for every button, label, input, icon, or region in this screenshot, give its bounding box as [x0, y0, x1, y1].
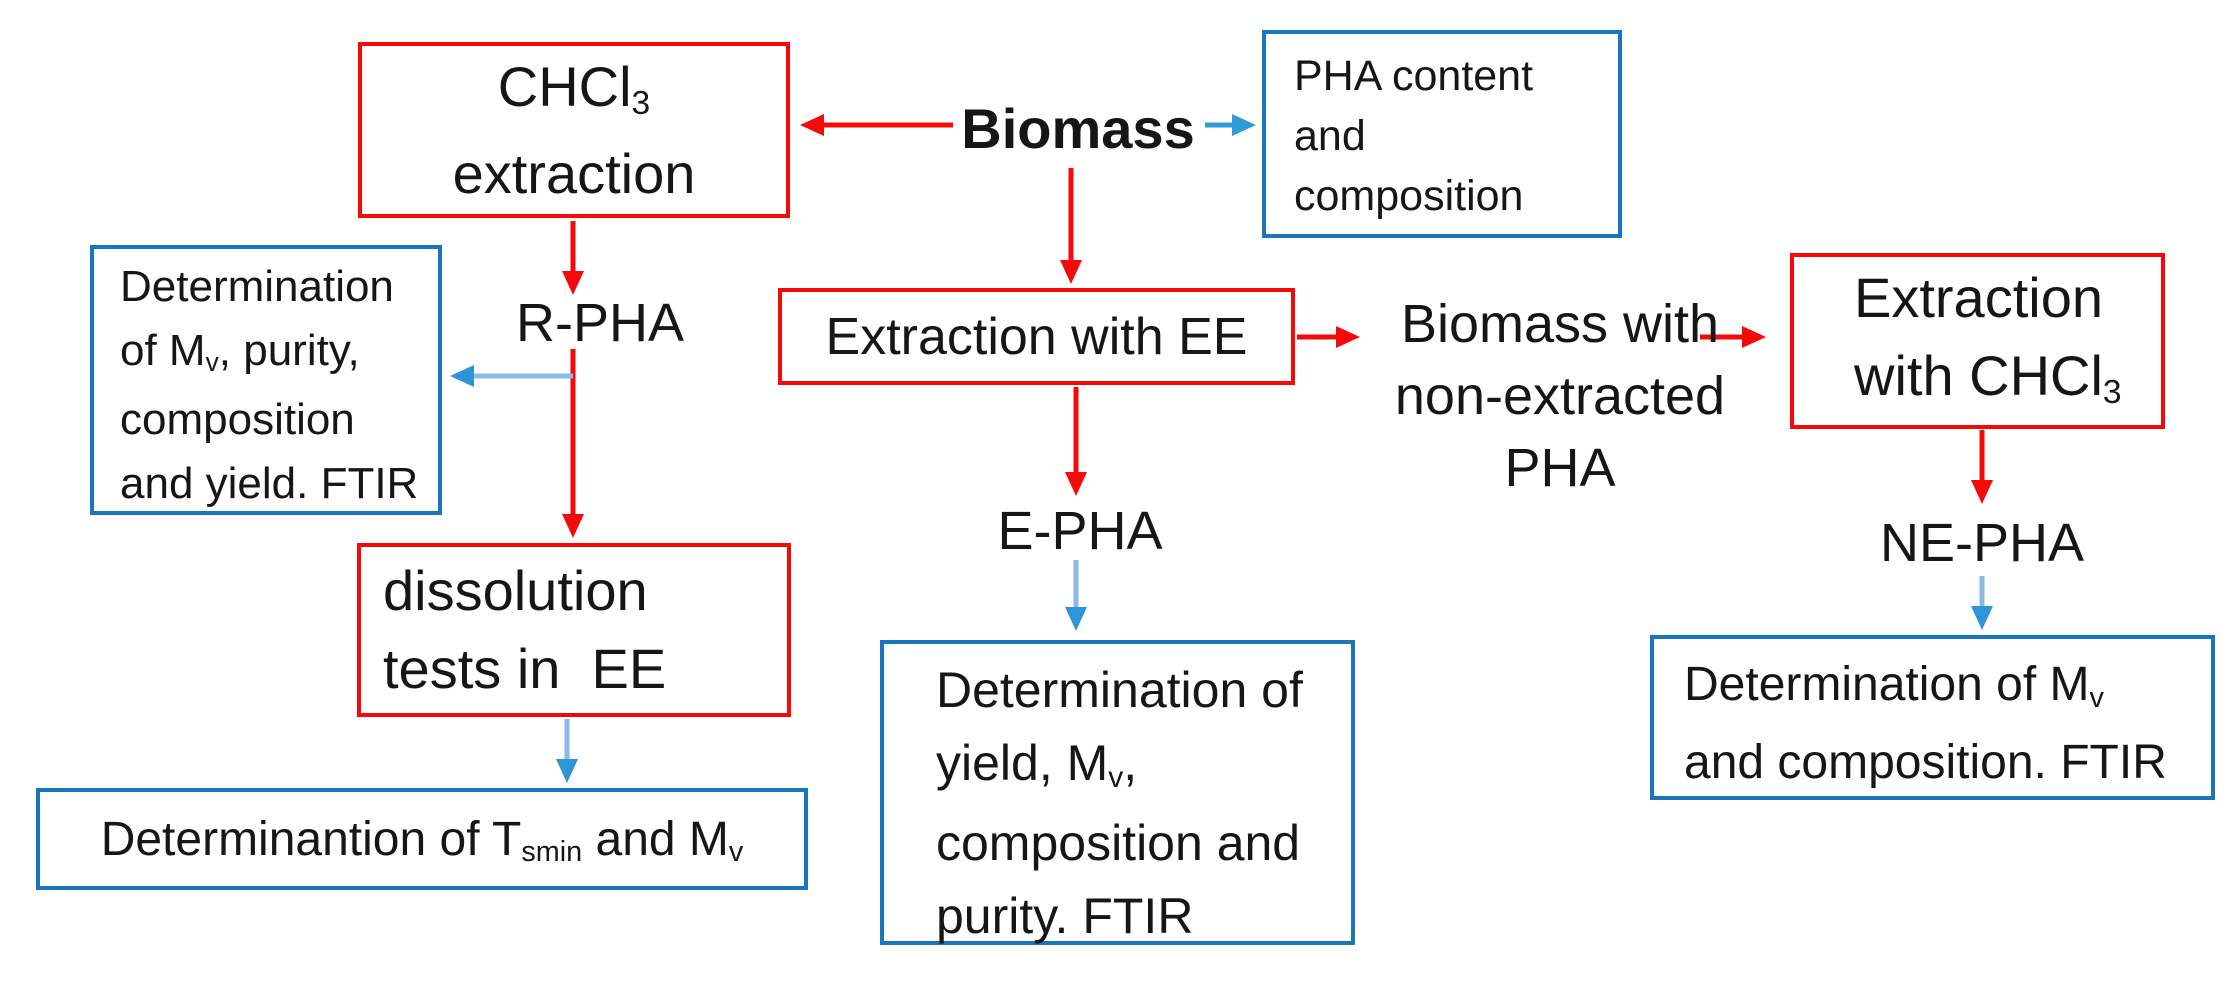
text-line: composition — [1294, 172, 1524, 220]
arrow-nepha-to-det-right — [1971, 576, 1993, 630]
text-line: dissolution — [383, 559, 648, 622]
arrow-epha-to-det-center — [1065, 560, 1087, 631]
text-line: composition and — [936, 815, 1301, 871]
label-e-pha: E-PHA — [997, 501, 1163, 561]
arrow-rpha-to-dissolution — [562, 349, 584, 538]
label-r-pha: R-PHA — [515, 293, 684, 353]
arrow-biomass-to-pha-content — [1205, 114, 1256, 136]
text-line: with CHCl3 — [1854, 343, 2122, 411]
text-line: and composition. FTIR — [1684, 736, 2167, 789]
text-line: purity. FTIR — [936, 888, 1194, 944]
arrow-extraction-chcl3-to-nepha — [1971, 430, 1993, 504]
text-line: Determination — [120, 262, 394, 311]
text-line: tests in EE — [383, 637, 667, 700]
text-line: composition — [120, 395, 355, 444]
box-extraction-with-ee: Extraction with EE — [778, 288, 1295, 385]
text-line: Determination of Mv — [1684, 658, 2104, 714]
text-line: extraction — [452, 141, 696, 205]
text-line: yield, Mv, — [936, 735, 1138, 795]
text-line: CHCl3 — [497, 54, 651, 122]
arrow-rpha-branch-to-det-left — [450, 365, 573, 387]
arrow-chcl3-extraction-to-rpha — [562, 221, 584, 295]
box-pha-content-and-composition: PHA content and composition — [1262, 30, 1622, 238]
box-determination-yield-mv-composition-purity-ftir: Determination of yield, Mv, composition an… — [880, 640, 1355, 945]
text-line: Biomass with — [1400, 294, 1720, 354]
box-determination-mv-purity-composition-yield-ftir: Determination of Mv, purity, composition an… — [90, 245, 442, 515]
box-dissolution-tests-in-ee: dissolution tests in EE — [357, 543, 791, 717]
box-determination-mv-and-composition-ftir: Determination of Mv and composition. FTIR — [1650, 635, 2215, 800]
text-line: Determinantion of Tsmin and Mv — [100, 812, 744, 869]
text-line: non-extracted — [1394, 366, 1726, 426]
text-line: Determination of — [936, 662, 1303, 718]
arrow-dissolution-to-det-tsmin — [556, 719, 578, 783]
text-line: and — [1294, 112, 1366, 160]
text-line: Extraction with EE — [825, 307, 1248, 366]
text-line: PHA content — [1294, 52, 1534, 100]
text-line: and yield. FTIR — [120, 459, 419, 508]
label-ne-pha: NE-PHA — [1879, 513, 2085, 573]
label-biomass: Biomass — [961, 97, 1195, 160]
text-line: PHA — [1504, 438, 1616, 498]
arrow-biomass-to-extraction-ee — [1060, 168, 1082, 284]
text-line: of Mv, purity, — [120, 326, 360, 378]
arrow-biomass-to-chcl3-extraction — [800, 114, 953, 136]
text-line: Extraction — [1854, 265, 2103, 329]
box-chcl3-extraction: CHCl3 extraction — [358, 42, 790, 218]
arrow-extraction-ee-to-epha — [1065, 387, 1087, 496]
box-determinantion-of-tsmin-and-mv: Determinantion of Tsmin and Mv — [36, 788, 808, 890]
arrow-extraction-ee-to-biomass-with — [1297, 326, 1360, 348]
box-extraction-with-chcl3: Extraction with CHCl3 — [1790, 253, 2165, 429]
